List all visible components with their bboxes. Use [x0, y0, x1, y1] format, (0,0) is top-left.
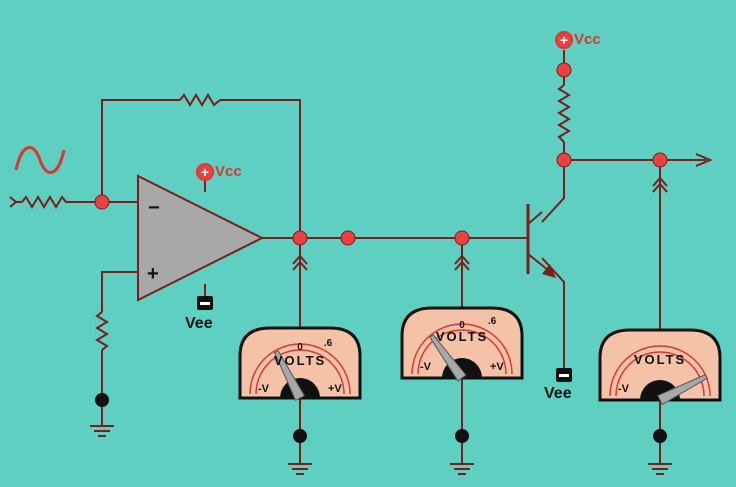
meter-title: VOLTS	[436, 329, 488, 344]
ground-resistor	[95, 311, 109, 351]
meter-zero-label: 0	[297, 342, 303, 353]
meter-neg-label: -V	[420, 361, 432, 373]
output-arrow-icon	[695, 153, 713, 167]
meter-neg-label: -V	[258, 383, 270, 395]
junction-nodes	[94, 62, 668, 246]
input-resistor	[9, 195, 70, 209]
meter-scale-mark: .6	[488, 316, 497, 327]
npn-transistor	[526, 204, 556, 278]
vee-opamp-symbol	[197, 296, 213, 310]
vee-transistor-label: Vee	[544, 385, 572, 402]
probe-arrow-icons	[292, 176, 668, 271]
opamp: − +	[137, 174, 265, 302]
collector-resistor	[557, 84, 571, 143]
voltmeter-2: VOLTS 0 .6 -V +V	[400, 306, 524, 382]
meter-title: VOLTS	[634, 352, 686, 367]
vcc-opamp-label: Vcc	[215, 163, 242, 180]
vcc-opamp-symbol: +	[196, 163, 214, 181]
svg-text:+: +	[560, 32, 568, 48]
voltmeter-1: VOLTS 0 .6 -V +V	[238, 326, 362, 401]
voltmeter-3: VOLTS -V	[598, 328, 722, 406]
meter-pos-label: +V	[328, 383, 342, 395]
vee-transistor-symbol	[556, 368, 572, 382]
meter-scale-mark: .6	[324, 338, 333, 349]
opamp-inverting-symbol: −	[148, 197, 160, 219]
sine-wave-icon	[14, 146, 66, 174]
meter-zero-label: 0	[459, 320, 465, 331]
vee-opamp-label: Vee	[185, 315, 213, 332]
feedback-resistor	[179, 93, 221, 107]
meter-needle	[273, 350, 306, 401]
meter-neg-label: -V	[618, 383, 630, 395]
ground-symbols	[89, 393, 673, 475]
meter-needle	[657, 373, 708, 406]
meter-needle	[429, 334, 467, 382]
meter-title: VOLTS	[274, 353, 326, 368]
meter-pos-label: +V	[490, 361, 504, 373]
vcc-transistor-symbol: +	[555, 31, 573, 49]
opamp-noninverting-symbol: +	[147, 263, 159, 285]
vcc-transistor-label: Vcc	[574, 31, 601, 48]
svg-text:+: +	[201, 164, 209, 180]
